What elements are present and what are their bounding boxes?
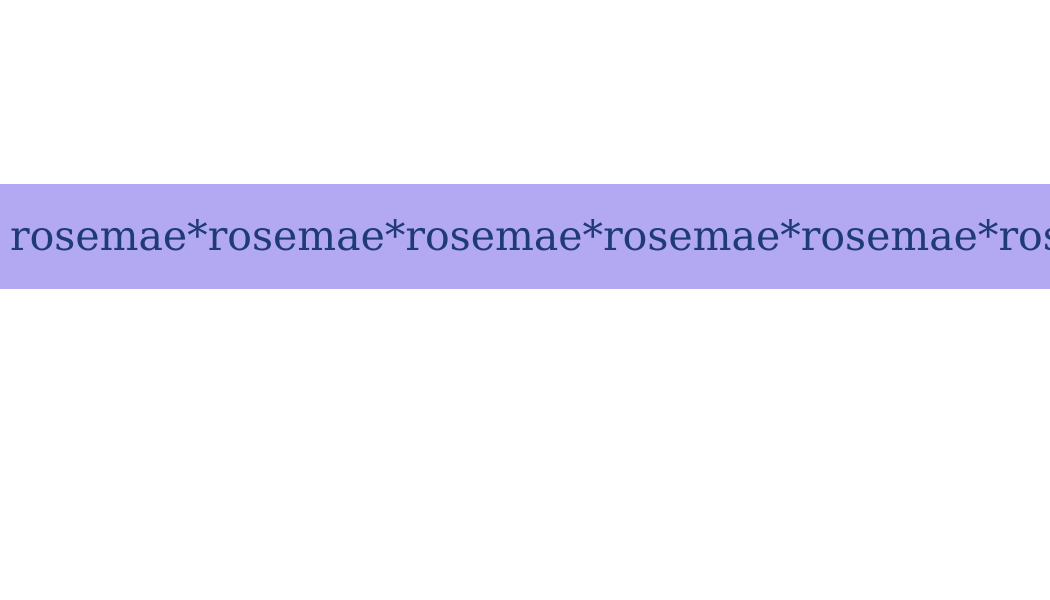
marquee-item: rosemae*	[800, 212, 999, 260]
marquee-item: rosemae*	[603, 212, 801, 260]
marquee-item: rosemae*	[10, 212, 208, 260]
marquee-track: rosemae* rosemae* rosemae* rosemae* rose…	[10, 184, 1050, 289]
marquee-item: rosemae*	[405, 212, 604, 260]
marquee-item: rosemae*	[207, 212, 406, 260]
marquee-band: rosemae* rosemae* rosemae* rosemae* rose…	[0, 184, 1050, 289]
marquee-item: rosemae*	[998, 212, 1050, 260]
